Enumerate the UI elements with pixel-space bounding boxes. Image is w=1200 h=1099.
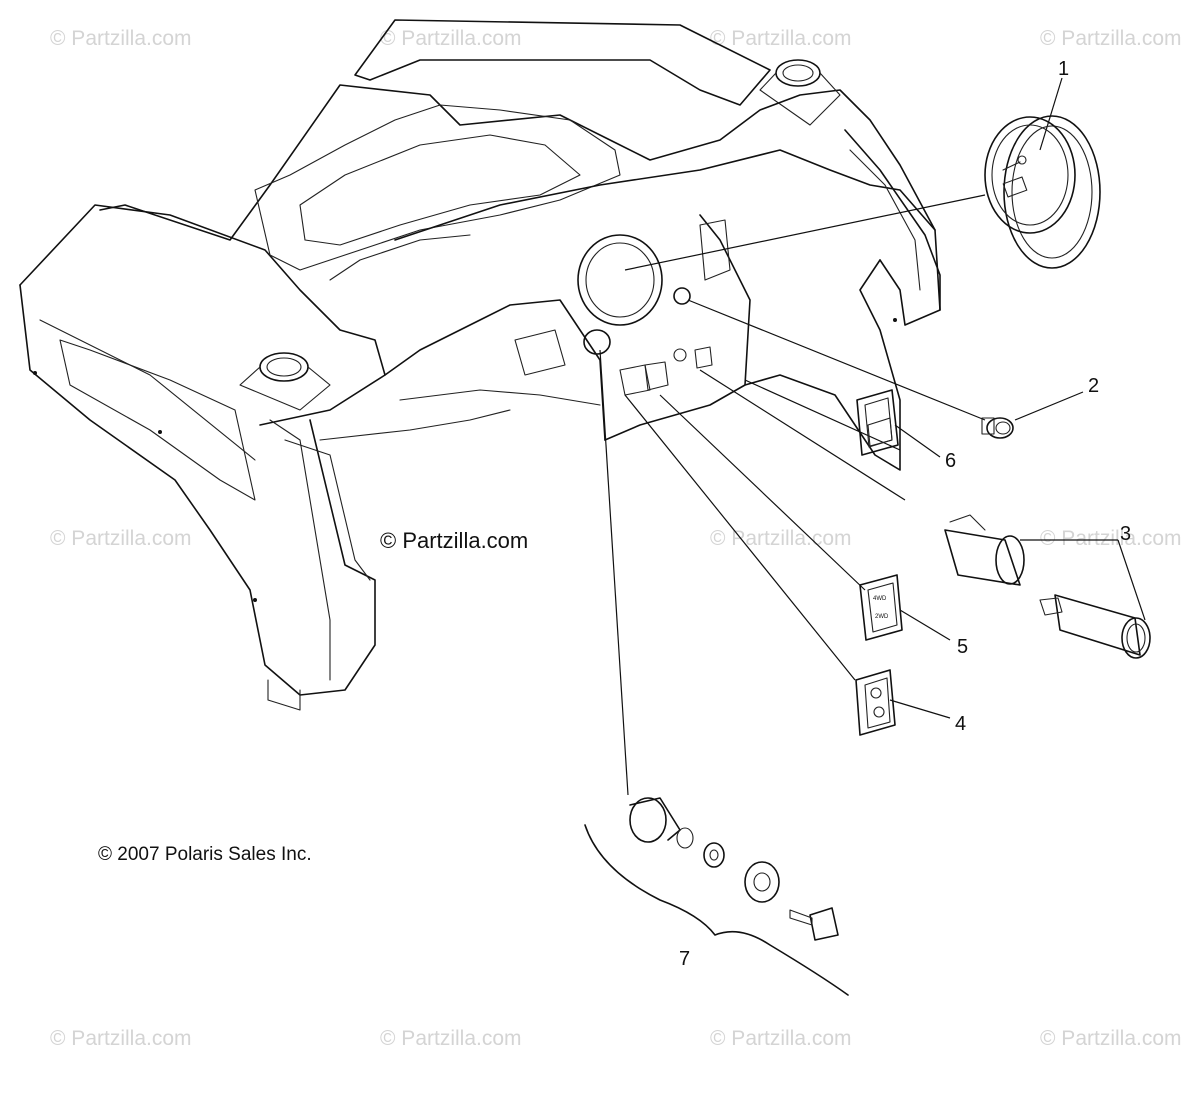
callout-1: 1 xyxy=(1058,58,1069,80)
callout-4: 4 xyxy=(955,713,966,735)
part-4-light-switch xyxy=(855,669,896,736)
callout-7: 7 xyxy=(679,948,690,970)
watermark: © Partzilla.com xyxy=(1040,1027,1182,1050)
watermark: © Partzilla.com xyxy=(380,27,522,50)
watermark: © Partzilla.com xyxy=(1040,527,1182,550)
callout-6: 6 xyxy=(945,450,956,472)
part-2-indicator-light xyxy=(981,417,1014,439)
watermarks: © Partzilla.com © Partzilla.com © Partzi… xyxy=(50,27,1182,1050)
part-7-ignition-switch xyxy=(584,797,849,996)
part-1-speedometer xyxy=(984,115,1101,269)
callouts: 1 2 3 4 5 6 7 xyxy=(679,58,1131,970)
watermark: © Partzilla.com xyxy=(50,1027,192,1050)
rocker-label-bottom: 2WD xyxy=(875,614,889,620)
watermark: © Partzilla.com xyxy=(380,1027,522,1050)
watermark: © Partzilla.com xyxy=(710,527,852,550)
callout-2: 2 xyxy=(1088,375,1099,397)
part-6-rocker-switch xyxy=(856,389,899,456)
polaris-copyright: © 2007 Polaris Sales Inc. xyxy=(98,844,312,865)
watermark: © Partzilla.com xyxy=(710,1027,852,1050)
watermark: © Partzilla.com xyxy=(710,27,852,50)
callout-3: 3 xyxy=(1120,523,1131,545)
watermark: © Partzilla.com xyxy=(50,27,192,50)
leader-lines xyxy=(599,77,1146,796)
callout-5: 5 xyxy=(957,636,968,658)
watermark: © Partzilla.com xyxy=(1040,27,1182,50)
part-3-power-outlet xyxy=(944,514,1151,659)
part-5-drive-switch: 4WD 2WD xyxy=(859,574,903,641)
dashboard-body xyxy=(19,19,941,711)
watermark: © Partzilla.com xyxy=(50,527,192,550)
partzilla-copyright: © Partzilla.com xyxy=(380,528,528,553)
rocker-label-top: 4WD xyxy=(873,596,887,602)
